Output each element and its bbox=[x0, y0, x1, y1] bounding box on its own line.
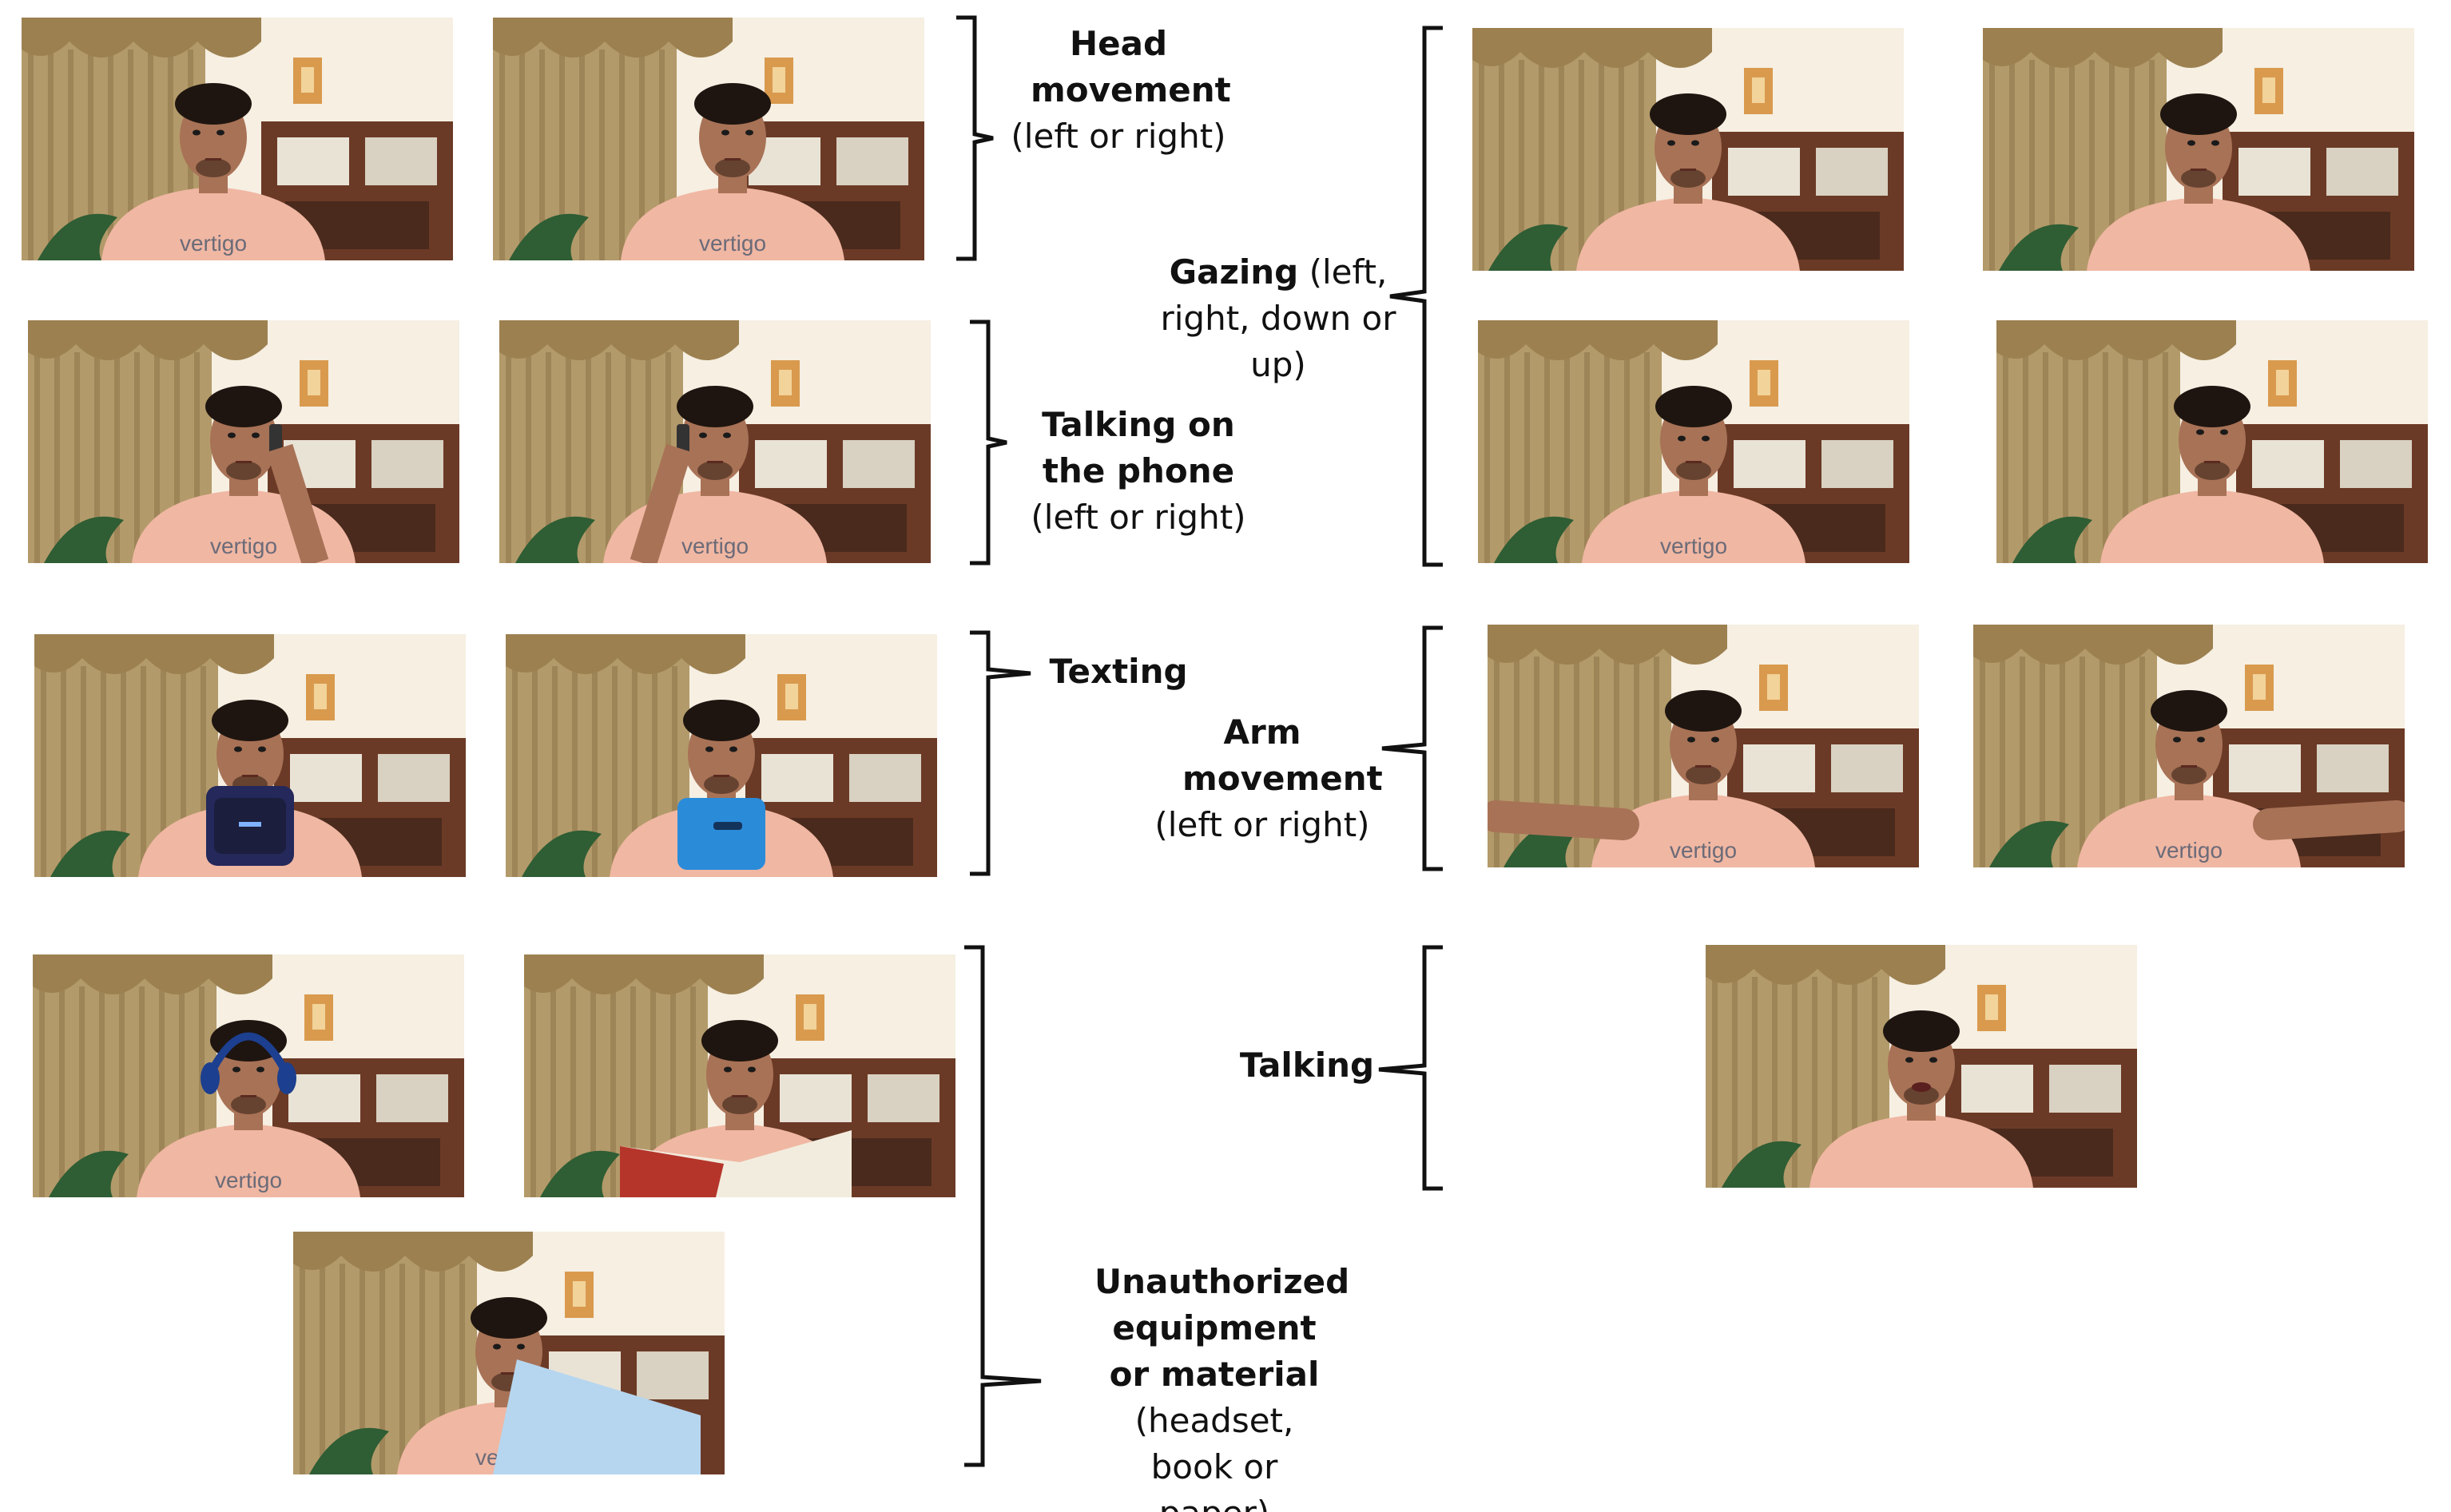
photo-arm-left: vertigo bbox=[1488, 625, 1919, 867]
svg-text:vertigo: vertigo bbox=[180, 231, 247, 256]
photo-scene bbox=[1706, 945, 2137, 1188]
label-arm-title: Arm movement bbox=[1182, 712, 1383, 798]
brace-unauth bbox=[964, 945, 1042, 1467]
label-texting-title: Texting bbox=[1049, 652, 1188, 691]
photo-scene: vertigo bbox=[22, 18, 453, 260]
photo-paper: vertigo bbox=[293, 1232, 725, 1474]
photo-gaze-up bbox=[1996, 320, 2428, 563]
photo-scene bbox=[506, 634, 937, 877]
photo-book bbox=[524, 954, 955, 1197]
photo-phone-left: vertigo bbox=[28, 320, 459, 563]
brace-head bbox=[956, 15, 994, 261]
label-phone-title: Talking on the phone bbox=[1042, 405, 1235, 490]
svg-text:vertigo: vertigo bbox=[2155, 838, 2223, 863]
photo-texting-blue bbox=[506, 634, 937, 877]
label-arm-sub: (left or right) bbox=[1154, 805, 1370, 844]
label-gazing: Gazing (left, right, down or up) bbox=[1158, 249, 1398, 388]
label-head-sub: (left or right) bbox=[1011, 117, 1226, 156]
label-texting: Texting bbox=[1039, 649, 1198, 695]
label-unauth-sub: (headset, book or paper) bbox=[1134, 1401, 1294, 1512]
photo-gaze-down: vertigo bbox=[1478, 320, 1909, 563]
label-talking: Talking bbox=[1227, 1042, 1387, 1089]
photo-scene bbox=[524, 954, 955, 1197]
photo-scene: vertigo bbox=[1488, 625, 1919, 867]
photo-scene bbox=[1996, 320, 2428, 563]
brace-texting bbox=[970, 630, 1031, 876]
photo-head-left: vertigo bbox=[22, 18, 453, 260]
photo-scene: vertigo bbox=[1973, 625, 2405, 867]
photo-scene bbox=[1983, 28, 2414, 271]
brace-arm bbox=[1381, 625, 1443, 871]
photo-talking bbox=[1706, 945, 2137, 1188]
photo-gaze-left bbox=[1472, 28, 1904, 271]
svg-text:vertigo: vertigo bbox=[1670, 838, 1737, 863]
photo-scene: vertigo bbox=[33, 954, 464, 1197]
svg-text:vertigo: vertigo bbox=[215, 1168, 282, 1193]
svg-text:vertigo: vertigo bbox=[699, 231, 766, 256]
photo-scene: vertigo bbox=[28, 320, 459, 563]
label-talking-on-phone: Talking on the phone (left or right) bbox=[1019, 402, 1258, 541]
label-unauthorized: Unauthorized equipment or material (head… bbox=[1075, 1259, 1354, 1512]
photo-scene: vertigo bbox=[1478, 320, 1909, 563]
photo-scene bbox=[1472, 28, 1904, 271]
brace-gazing bbox=[1389, 26, 1443, 567]
brace-phone bbox=[970, 319, 1007, 566]
photo-arm-right: vertigo bbox=[1973, 625, 2405, 867]
svg-text:vertigo: vertigo bbox=[681, 534, 749, 558]
label-arm-movement: Arm movement (left or right) bbox=[1142, 709, 1382, 848]
brace-talking bbox=[1378, 945, 1443, 1191]
photo-head-right: vertigo bbox=[493, 18, 924, 260]
label-head-movement: Head movement (left or right) bbox=[979, 21, 1258, 160]
svg-text:vertigo: vertigo bbox=[1660, 534, 1727, 558]
photo-texting-dark bbox=[34, 634, 466, 877]
photo-scene: vertigo bbox=[493, 18, 924, 260]
label-gazing-title: Gazing bbox=[1169, 252, 1299, 292]
label-phone-sub: (left or right) bbox=[1031, 498, 1246, 537]
photo-phone-right: vertigo bbox=[499, 320, 931, 563]
photo-scene: vertigo bbox=[293, 1232, 725, 1474]
label-talking-title: Talking bbox=[1239, 1046, 1375, 1085]
photo-scene bbox=[34, 634, 466, 877]
svg-text:vertigo: vertigo bbox=[210, 534, 277, 558]
photo-gaze-right bbox=[1983, 28, 2414, 271]
label-unauth-title: Unauthorized equipment or material bbox=[1094, 1262, 1350, 1394]
label-gazing-rest: (left, right, down or up) bbox=[1160, 252, 1396, 384]
photo-headset: vertigo bbox=[33, 954, 464, 1197]
photo-scene: vertigo bbox=[499, 320, 931, 563]
label-head-title: Head movement bbox=[1031, 24, 1231, 109]
